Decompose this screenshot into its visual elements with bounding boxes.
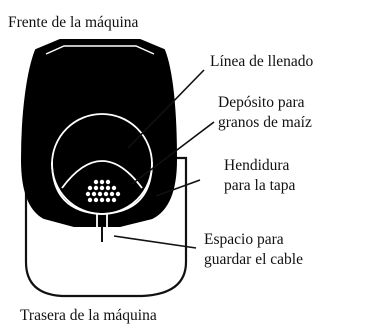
label-cord-storage-1: Espacio para (204, 231, 284, 248)
label-kernel-reservoir-2: granos de maíz (218, 114, 312, 131)
label-lid-slot-2: para la tapa (224, 177, 296, 194)
label-back: Trasera de la máquina (20, 307, 157, 324)
kernel-reservoir-outline (61, 160, 143, 189)
label-cord-storage-2: guardar el cable (204, 251, 303, 268)
leader-cord-storage (113, 235, 197, 249)
lid-slot-outline (51, 161, 153, 215)
machine-top-housing (20, 39, 178, 227)
vent-dots (85, 179, 121, 203)
label-kernel-reservoir-1: Depósito para (218, 94, 305, 111)
label-fill-line: Línea de llenado (210, 53, 314, 70)
machine-top-rim (45, 45, 155, 55)
leader-kernel-reservoir (131, 121, 215, 185)
label-front: Frente de la máquina (8, 14, 139, 31)
leader-lid-slot (155, 179, 201, 197)
leader-fill-line (127, 69, 205, 149)
label-lid-slot-1: Hendidura (224, 157, 290, 174)
